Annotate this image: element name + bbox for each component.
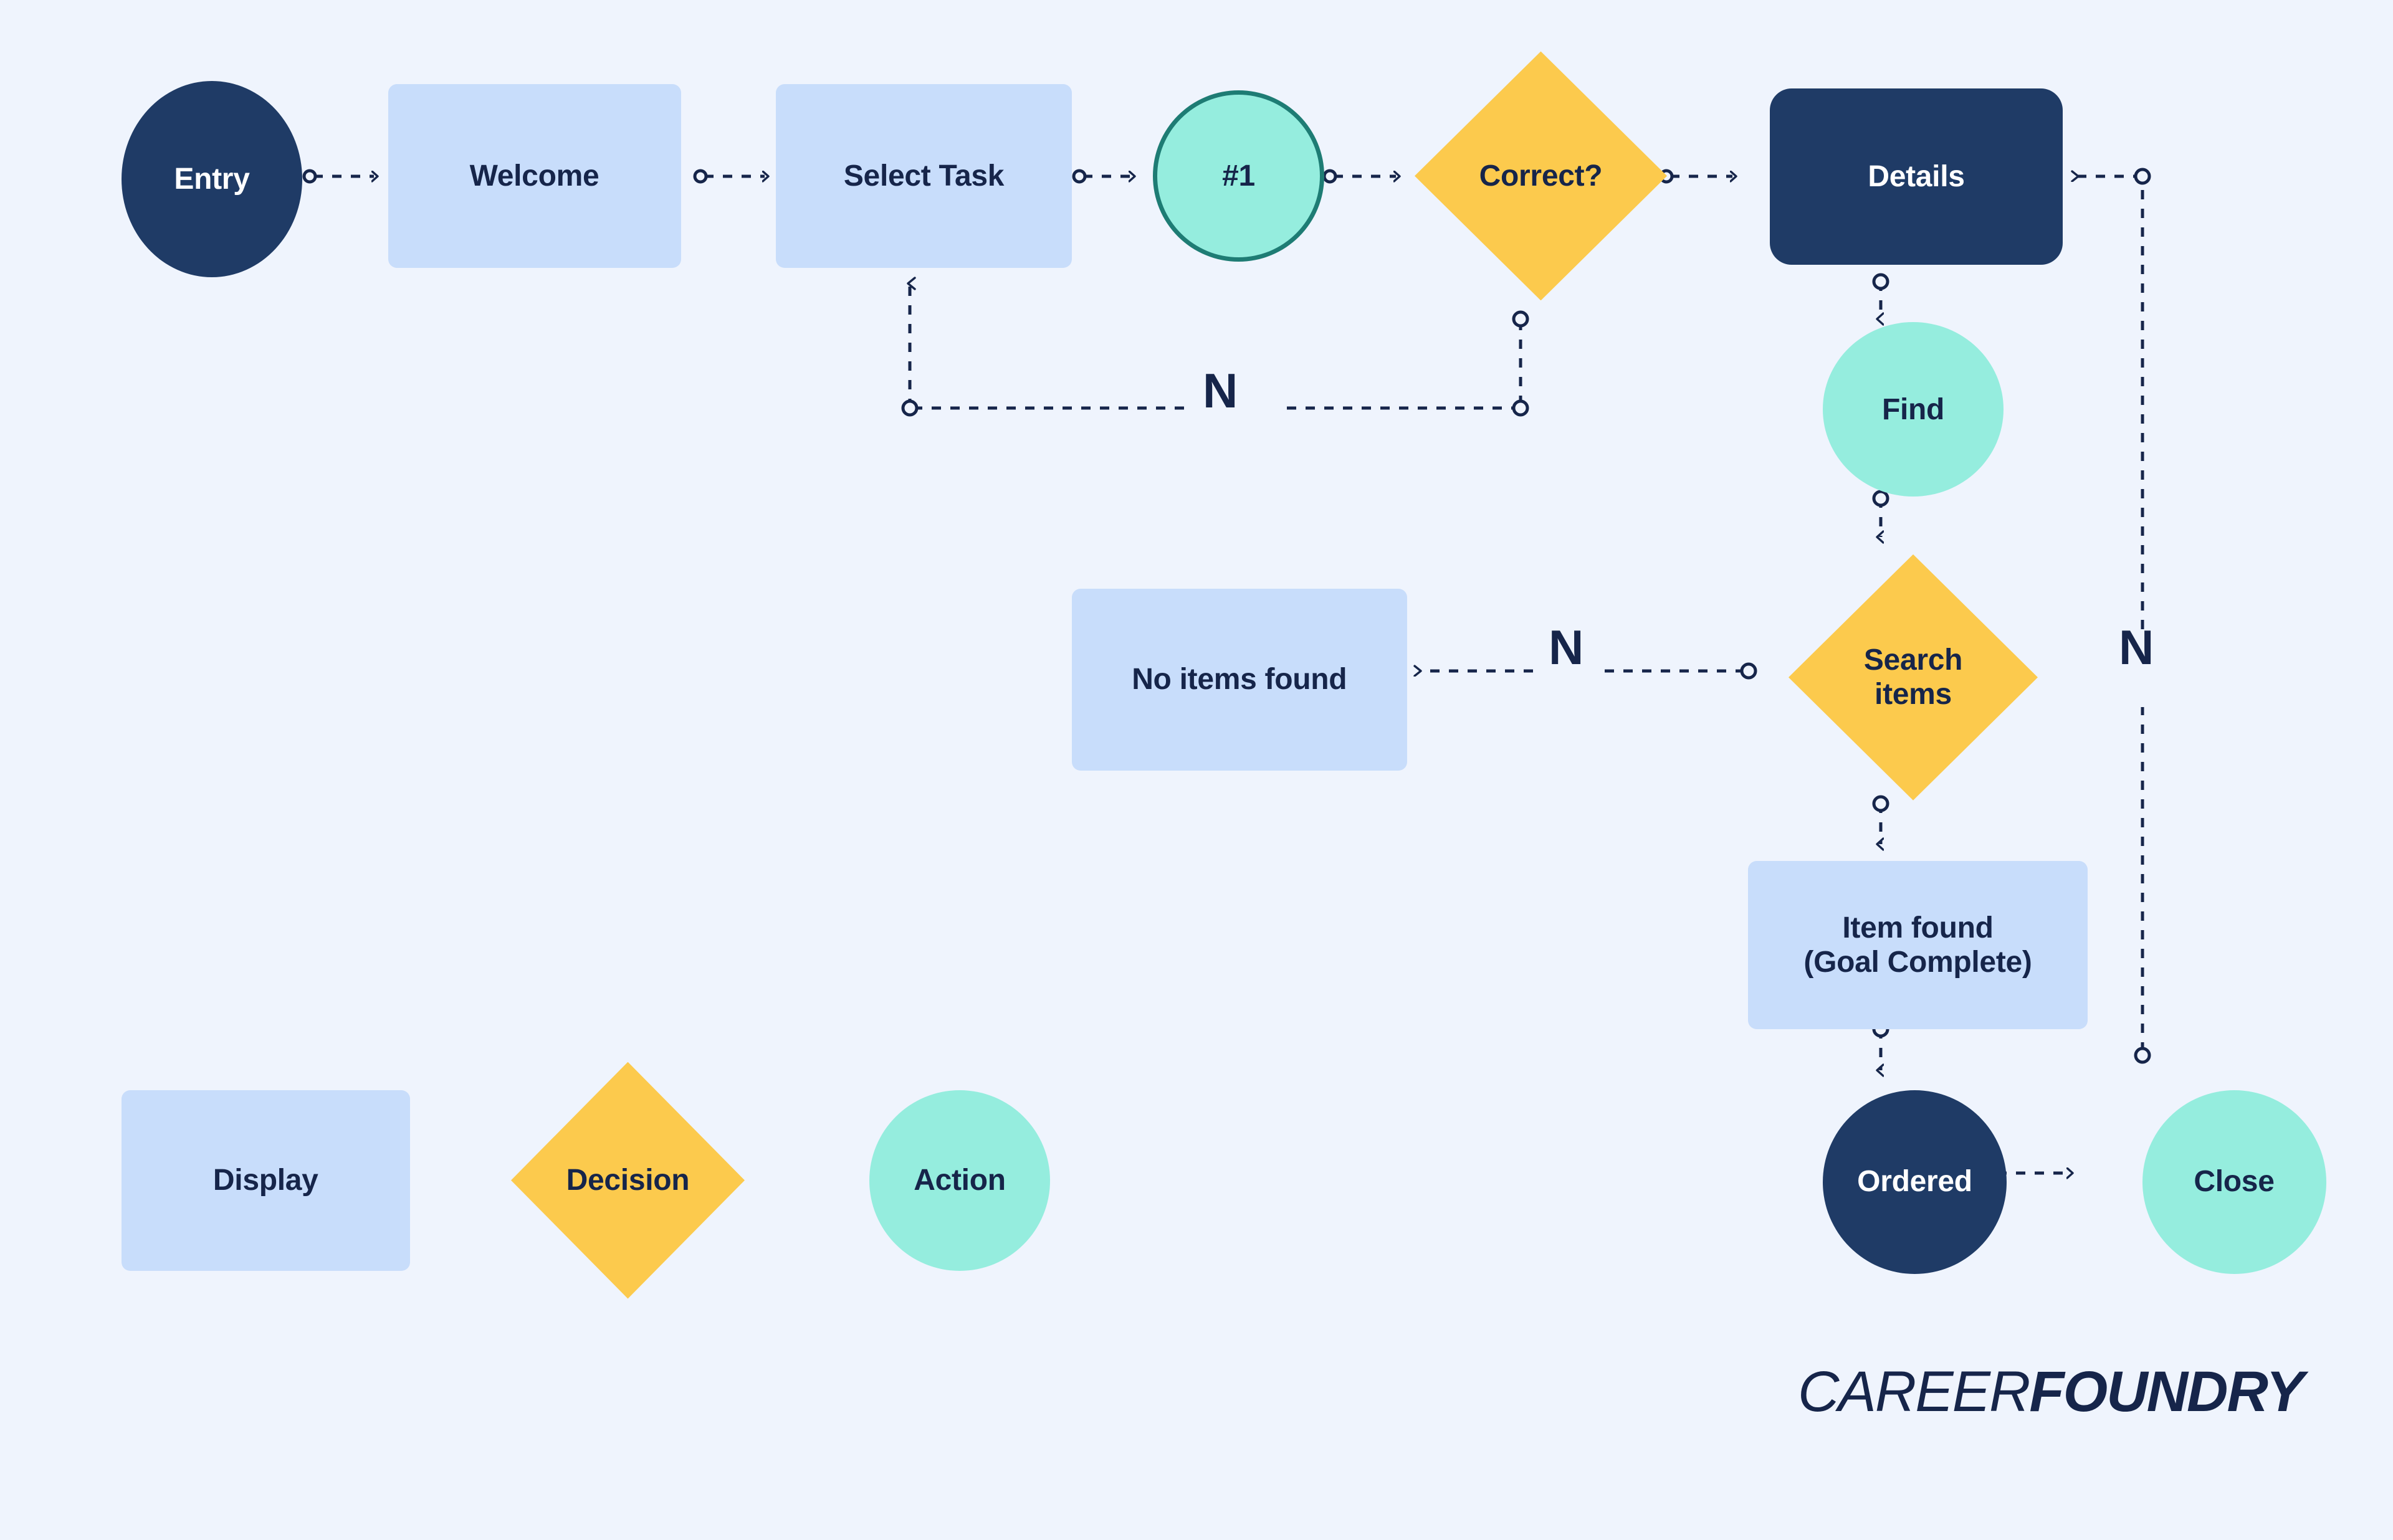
legend-action[interactable]: Action <box>869 1090 1050 1271</box>
branch-label-search-no: N <box>1549 620 1584 675</box>
edge-dot-search-left <box>1740 662 1757 680</box>
node-ordered[interactable]: Ordered <box>1823 1090 2007 1274</box>
node-welcome-label: Welcome <box>469 159 599 192</box>
node-close[interactable]: Close <box>2142 1090 2326 1274</box>
edge-dot-select-corner <box>901 399 919 417</box>
node-correct[interactable]: Correct? <box>1415 51 1667 301</box>
node-no-items-found-label: No items found <box>1132 663 1347 696</box>
brand-part-two: FOUNDRY <box>2029 1360 2304 1424</box>
branch-label-correct-no: N <box>1203 363 1238 418</box>
edge-dot-details-corner <box>2134 168 2151 185</box>
node-find[interactable]: Find <box>1823 322 2004 497</box>
node-details-label: Details <box>1868 159 1965 193</box>
node-step-one[interactable]: #1 <box>1153 90 1324 262</box>
edge-dot-select <box>1072 169 1087 184</box>
edge-dot-find-down <box>1872 490 1889 507</box>
brand-part-one: CAREER <box>1798 1360 2030 1424</box>
node-find-label: Find <box>1881 392 1945 426</box>
node-welcome[interactable]: Welcome <box>388 83 681 268</box>
edge-dot-correct-down <box>1512 310 1529 328</box>
node-details[interactable]: Details <box>1770 88 2063 265</box>
node-search-items[interactable]: Search items <box>1789 554 2038 801</box>
edge-dot-step <box>1322 169 1337 184</box>
node-item-found-label: Item found (Goal Complete) <box>1803 911 2032 979</box>
legend-display[interactable]: Display <box>122 1090 410 1271</box>
branch-label-details-no: N <box>2119 620 2154 675</box>
legend-action-label: Action <box>914 1163 1006 1197</box>
node-item-found[interactable]: Item found (Goal Complete) <box>1748 861 2088 1030</box>
node-correct-label: Correct? <box>1479 159 1603 192</box>
edge-dot-welcome <box>693 169 708 184</box>
edge-dot-details-down <box>1872 273 1889 290</box>
careerfoundry-logo: CAREERFOUNDRY <box>1798 1359 2305 1425</box>
edge-dot-close-up <box>2134 1047 2151 1064</box>
node-step-one-label: #1 <box>1222 159 1255 192</box>
node-close-label: Close <box>2194 1165 2275 1199</box>
node-entry-label: Entry <box>174 162 250 196</box>
edge-dot-correct-corner <box>1512 399 1529 417</box>
node-select-task[interactable]: Select Task <box>776 83 1072 268</box>
node-select-task-label: Select Task <box>843 159 1005 192</box>
edge-dot-entry <box>302 169 317 184</box>
node-no-items-found[interactable]: No items found <box>1072 588 1407 771</box>
node-search-items-label: Search items <box>1863 643 1963 711</box>
node-entry[interactable]: Entry <box>122 80 302 277</box>
legend-decision-label: Decision <box>566 1163 690 1197</box>
legend-decision[interactable]: Decision <box>511 1062 745 1299</box>
legend-display-label: Display <box>213 1163 318 1197</box>
node-ordered-label: Ordered <box>1857 1165 1972 1199</box>
